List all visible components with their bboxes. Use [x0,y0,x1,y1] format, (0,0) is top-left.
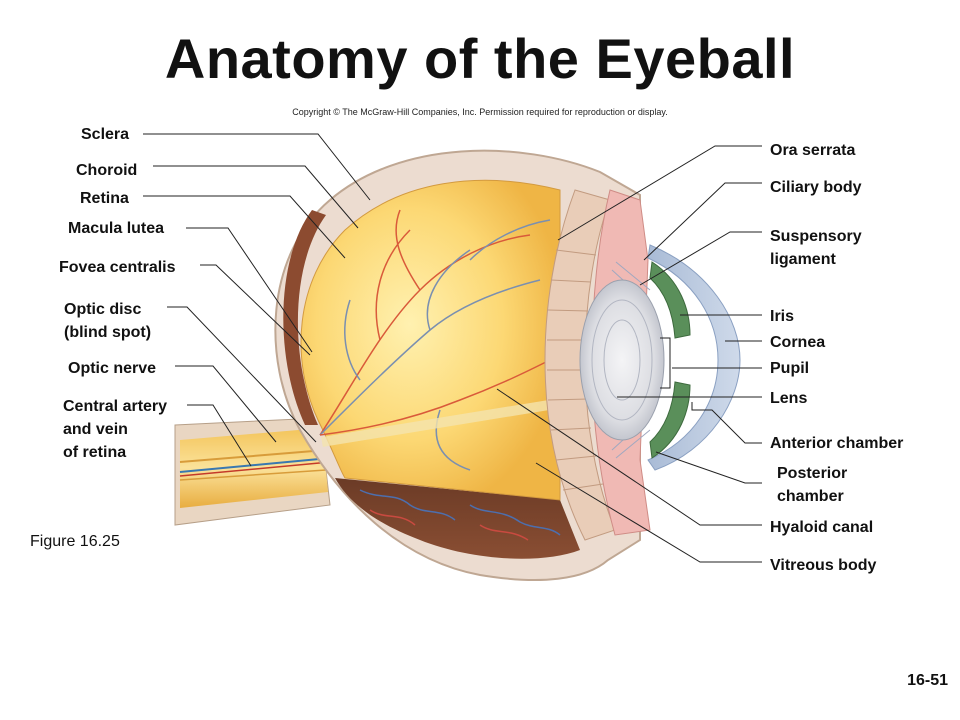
page-number: 16-51 [907,672,948,690]
label-optic-disc: Optic disc (blind spot) [64,298,151,344]
label-choroid: Choroid [76,159,137,182]
label-macula-lutea: Macula lutea [68,217,164,240]
label-optic-nerve: Optic nerve [68,357,156,380]
label-anterior-chamber: Anterior chamber [770,432,903,455]
label-posterior-chamber: Posterior chamber [777,462,847,508]
label-sclera: Sclera [81,123,129,146]
label-ciliary-body: Ciliary body [770,176,862,199]
figure-caption: Figure 16.25 [30,533,120,551]
label-fovea-centralis: Fovea centralis [59,256,176,279]
label-lens: Lens [770,387,807,410]
label-retina: Retina [80,187,129,210]
label-central-artery: Central artery and vein of retina [63,395,167,464]
lens-shape [580,280,664,440]
label-suspensory-ligament: Suspensory ligament [770,225,862,271]
label-cornea: Cornea [770,331,825,354]
label-iris: Iris [770,305,794,328]
label-ora-serrata: Ora serrata [770,139,855,162]
label-pupil: Pupil [770,357,809,380]
label-vitreous-body: Vitreous body [770,554,876,577]
label-hyaloid-canal: Hyaloid canal [770,516,873,539]
